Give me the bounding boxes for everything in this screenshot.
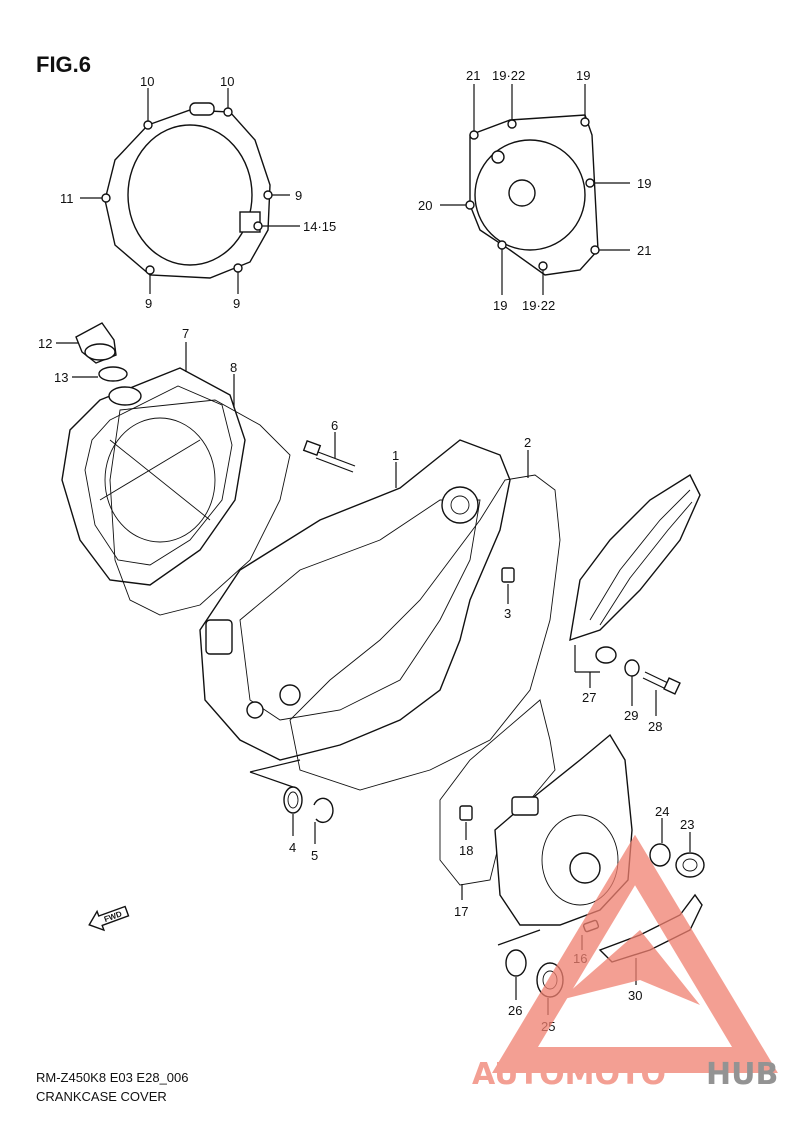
figure-title: FIG.6 [36, 52, 91, 77]
callout-9-right: 9 [295, 188, 302, 203]
guard-plate [569, 473, 701, 642]
clutch-cover-gasket [109, 399, 291, 616]
callout-6: 6 [331, 418, 338, 433]
diagram-code: RM-Z450K8 E03 E28_006 [36, 1070, 188, 1085]
callout-10-right: 10 [220, 74, 234, 89]
callout-30: 30 [628, 988, 642, 1003]
callout-3: 3 [504, 606, 511, 621]
callout-9-bottom-left: 9 [145, 296, 152, 311]
callout-10-left: 10 [140, 74, 154, 89]
guard-spacer [595, 646, 617, 664]
dowel-pin [501, 567, 515, 583]
callout-23: 23 [680, 817, 694, 832]
washer [624, 659, 640, 677]
callout-13: 13 [54, 370, 68, 385]
filler-cap-o-ring [98, 366, 128, 382]
magneto-cover-inner-gasket [465, 114, 600, 276]
callout-19-top-right: 19 [576, 68, 590, 83]
callout-19-22-top: 19·22 [492, 68, 525, 83]
callout-9-bottom-right: 9 [233, 296, 240, 311]
callout-19-bottom: 19 [493, 298, 507, 313]
watermark-text-secondary: HUB [706, 1057, 778, 1092]
leader-lines-group-c [249, 759, 316, 844]
oil-seal [283, 786, 303, 814]
magneto-cover [494, 733, 633, 926]
automotohub-watermark: AUTOMOTO HUB [472, 834, 778, 1092]
callout-7: 7 [182, 326, 189, 341]
watermark-text-primary: AUTOMOTO [472, 1057, 666, 1092]
callout-14-15: 14·15 [303, 219, 336, 234]
leader-lines-group-d [574, 645, 657, 716]
callout-5: 5 [311, 848, 318, 863]
callout-19-right: 19 [637, 176, 651, 191]
callout-11: 11 [60, 191, 74, 206]
clutch-cover [61, 367, 246, 586]
cap-o-ring [505, 949, 527, 977]
leader-lines-group-b [440, 84, 630, 295]
callout-27: 27 [582, 690, 596, 705]
callout-4: 4 [289, 840, 296, 855]
leader-lines-group-a [80, 88, 300, 294]
clutch-cover-inner-gasket [101, 102, 273, 279]
callout-17: 17 [454, 904, 468, 919]
callout-26: 26 [508, 1003, 522, 1018]
forward-direction-arrow: FWD [88, 905, 130, 932]
crankcase-cover [199, 439, 511, 761]
callout-24: 24 [655, 804, 669, 819]
callout-8: 8 [230, 360, 237, 375]
callout-29: 29 [624, 708, 638, 723]
callout-21-top: 21 [466, 68, 480, 83]
callout-12: 12 [38, 336, 52, 351]
plug-o-ring [649, 843, 671, 867]
bolt [302, 440, 356, 473]
circlip [313, 797, 334, 824]
callout-1: 1 [392, 448, 399, 463]
timing-plug [675, 852, 705, 878]
diagram-title: CRANKCASE COVER [36, 1089, 167, 1104]
callout-2: 2 [524, 435, 531, 450]
guard-bolt [642, 671, 681, 695]
callout-20: 20 [418, 198, 432, 213]
magneto-dowel-pin [459, 805, 473, 821]
watermark-triangle-icon [492, 834, 778, 1073]
callout-19-22-bottom: 19·22 [522, 298, 555, 313]
callout-28: 28 [648, 719, 662, 734]
watermark-arrow-icon [560, 930, 700, 1005]
crankcase-cover-gasket [289, 474, 561, 791]
callout-18: 18 [459, 843, 473, 858]
callout-21-right: 21 [637, 243, 651, 258]
oil-filler-cap [75, 322, 117, 364]
